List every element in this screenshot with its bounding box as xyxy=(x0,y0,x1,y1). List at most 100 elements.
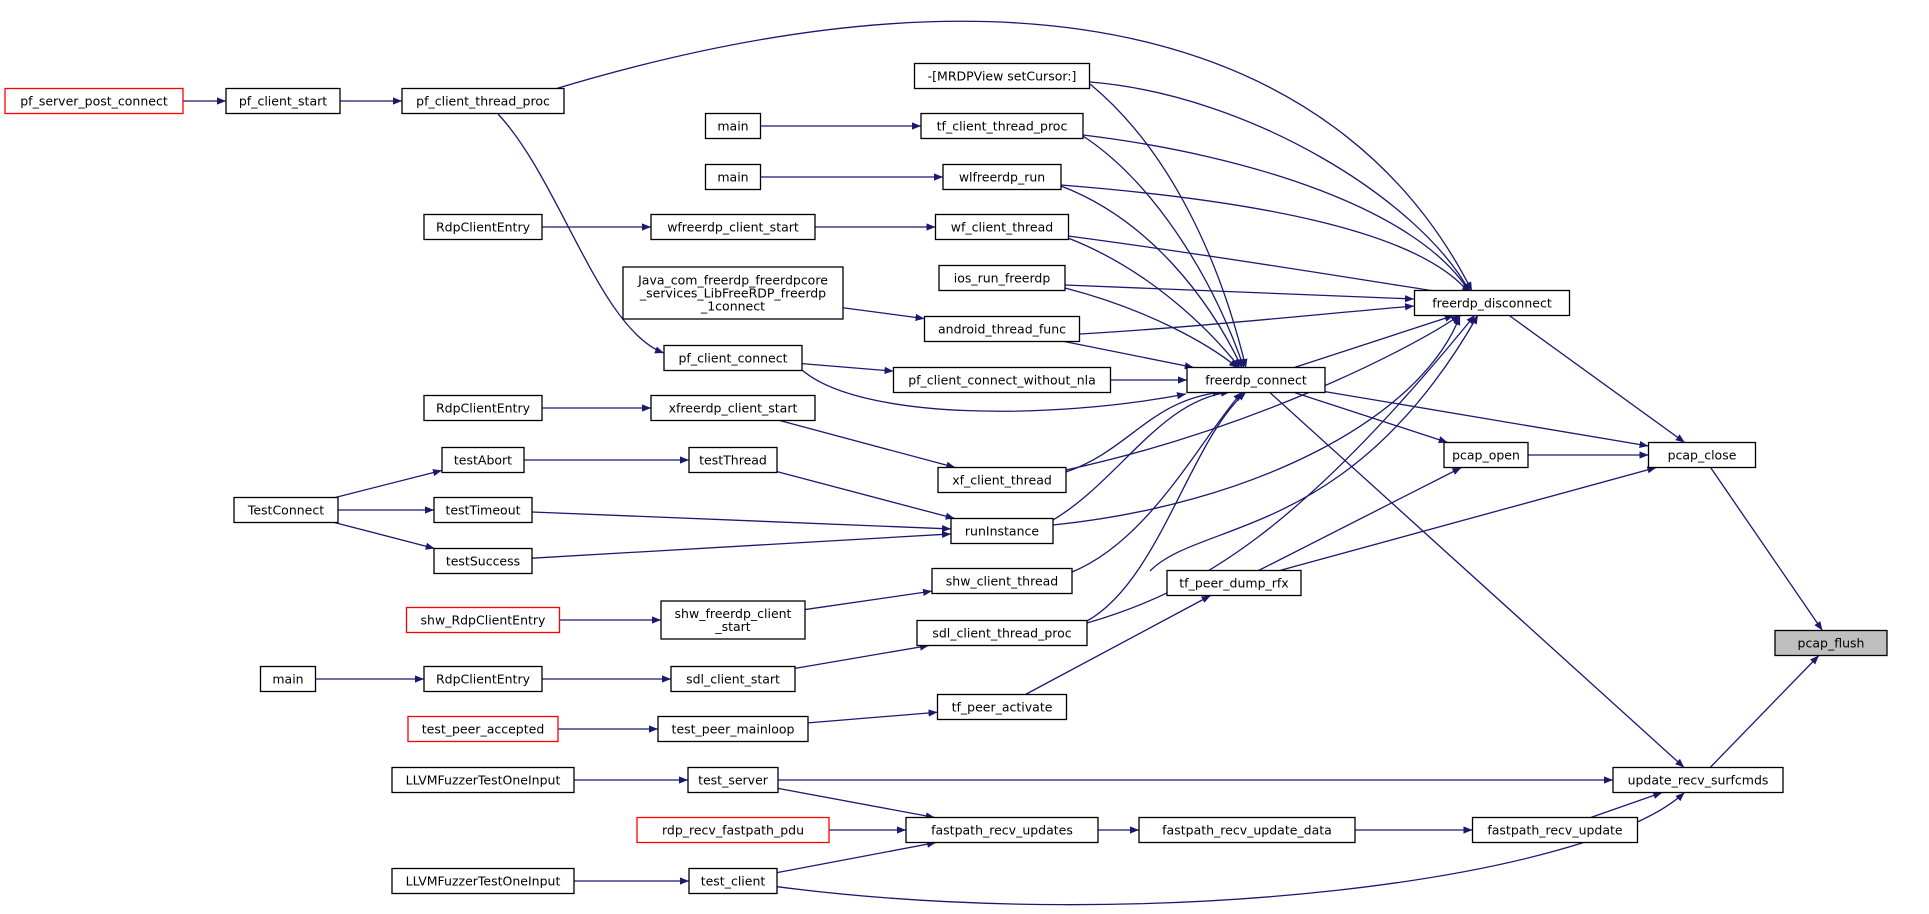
node-label: pf_client_thread_proc xyxy=(416,94,550,109)
node-tf-client-thread-proc[interactable]: tf_client_thread_proc xyxy=(920,112,1084,140)
node-label: test_server xyxy=(698,773,769,788)
node-wlfreerdp-run[interactable]: wlfreerdp_run xyxy=(942,163,1062,191)
node-label: android_thread_func xyxy=(938,322,1066,337)
node-main-3[interactable]: main xyxy=(259,665,317,693)
node-pf-client-connect-without-nla[interactable]: pf_client_connect_without_nla xyxy=(892,366,1112,394)
node-test-server[interactable]: test_server xyxy=(687,766,779,794)
node-tf-peer-activate[interactable]: tf_peer_activate xyxy=(936,693,1068,721)
node-box xyxy=(1774,629,1888,657)
node-label: pf_server_post_connect xyxy=(20,94,168,109)
node-test-peer-mainloop[interactable]: test_peer_mainloop xyxy=(657,715,809,743)
node-pf-server-post-connect[interactable]: pf_server_post_connect xyxy=(4,87,184,115)
node-pf-client-connect[interactable]: pf_client_connect xyxy=(663,344,803,372)
node-box xyxy=(391,766,575,794)
node-wfreerdp-client-start[interactable]: wfreerdp_client_start xyxy=(650,213,816,241)
node-wf-client-thread[interactable]: wf_client_thread xyxy=(934,213,1070,241)
node-test-peer-accepted[interactable]: test_peer_accepted xyxy=(407,715,559,743)
node-label: fastpath_recv_update_data xyxy=(1162,823,1332,838)
call-edge-pf_client_connect-to-freerdp_connect xyxy=(801,369,1187,412)
node-rdpcliententry-1[interactable]: RdpClientEntry xyxy=(423,213,543,241)
node-box xyxy=(650,213,816,241)
node-testtimeout[interactable]: testTimeout xyxy=(433,496,533,524)
node-sdl-client-thread-proc[interactable]: sdl_client_thread_proc xyxy=(916,619,1088,647)
call-edge-test_client-to-update_recv_surfcmds xyxy=(776,792,1685,906)
node-fastpath-recv-update-data[interactable]: fastpath_recv_update_data xyxy=(1138,816,1356,844)
node-runinstance[interactable]: runInstance xyxy=(950,517,1054,545)
node-java-connect[interactable]: Java_com_freerdp_freerdpcore_services_Li… xyxy=(622,266,844,320)
call-edge-mrdpview_setcursor-to-freerdp_disconnect xyxy=(1089,81,1471,293)
call-edge-wlfreerdp_run-to-freerdp_disconnect xyxy=(1060,184,1471,295)
call-edge-pf_client_thread_proc-to-freerdp_disconnect xyxy=(554,20,1473,292)
node-box xyxy=(704,112,762,140)
node-sdl-client-start[interactable]: sdl_client_start xyxy=(670,665,796,693)
node-shw-client-thread[interactable]: shw_client_thread xyxy=(931,567,1073,595)
node-label: RdpClientEntry xyxy=(436,672,531,687)
node-box xyxy=(423,394,543,422)
node-rdpcliententry-3[interactable]: RdpClientEntry xyxy=(423,665,543,693)
node-testconnect[interactable]: TestConnect xyxy=(233,496,339,524)
node-box xyxy=(660,600,806,640)
node-box xyxy=(391,867,575,895)
node-label: pf_client_start xyxy=(239,94,327,109)
call-edge-freerdp_connect-to-pcap_open xyxy=(1294,391,1448,444)
node-box xyxy=(942,163,1062,191)
node-pcap-open[interactable]: pcap_open xyxy=(1443,441,1529,469)
node-main-1[interactable]: main xyxy=(704,112,762,140)
node-box xyxy=(920,112,1084,140)
node-label: testAbort xyxy=(454,453,512,468)
node-android-thread-func[interactable]: android_thread_func xyxy=(923,315,1081,343)
node-rdpcliententry-2[interactable]: RdpClientEntry xyxy=(423,394,543,422)
node-freerdp-connect[interactable]: freerdp_connect xyxy=(1186,366,1326,394)
node-box xyxy=(233,496,339,524)
node-llvm-fuzzer-1[interactable]: LLVMFuzzerTestOneInput xyxy=(391,766,575,794)
node-box xyxy=(670,665,796,693)
node-box xyxy=(1443,441,1529,469)
node-shw-rdpcliententry[interactable]: shw_RdpClientEntry xyxy=(405,606,561,634)
call-edge-fastpath_recv_update-to-update_recv_surfcmds xyxy=(1590,791,1663,819)
node-main-2[interactable]: main xyxy=(704,163,762,191)
node-fastpath-recv-update[interactable]: fastpath_recv_update xyxy=(1471,816,1639,844)
node-llvm-fuzzer-2[interactable]: LLVMFuzzerTestOneInput xyxy=(391,867,575,895)
node-testsuccess[interactable]: testSuccess xyxy=(433,547,533,575)
node-label: RdpClientEntry xyxy=(436,401,531,416)
node-box xyxy=(1186,366,1326,394)
node-fastpath-recv-updates[interactable]: fastpath_recv_updates xyxy=(905,816,1099,844)
node-testthread[interactable]: testThread xyxy=(688,446,778,474)
node-pcap-flush[interactable]: pcap_flush xyxy=(1774,629,1888,657)
node-box xyxy=(407,715,559,743)
node-test-client[interactable]: test_client xyxy=(688,867,778,895)
call-edge-tf_peer_dump_rfx-to-pcap_close xyxy=(1279,466,1657,572)
node-label: xf_client_thread xyxy=(952,473,1052,488)
node-pf-client-start[interactable]: pf_client_start xyxy=(225,87,341,115)
node-box xyxy=(225,87,341,115)
node-rdp-recv-fastpath-pdu[interactable]: rdp_recv_fastpath_pdu xyxy=(636,816,830,844)
node-label: testTimeout xyxy=(445,503,520,518)
node-xf-client-thread[interactable]: xf_client_thread xyxy=(937,466,1067,494)
call-edge-test_client-to-fastpath_recv_updates xyxy=(776,840,937,874)
node-label: tf_client_thread_proc xyxy=(937,119,1068,134)
call-edge-tf_peer_dump_rfx-to-freerdp_disconnect xyxy=(1149,314,1479,572)
node-label: rdp_recv_fastpath_pdu xyxy=(662,823,804,838)
node-pf-client-thread-proc[interactable]: pf_client_thread_proc xyxy=(401,87,565,115)
call-edge-freerdp_connect-to-pcap_close xyxy=(1324,390,1649,449)
node-label: shw_freerdp_client xyxy=(675,606,792,621)
node-ios-run-freerdp[interactable]: ios_run_freerdp xyxy=(938,264,1066,292)
node-label: _1connect xyxy=(700,299,765,314)
node-tf-peer-dump-rfx[interactable]: tf_peer_dump_rfx xyxy=(1166,569,1302,597)
node-label: test_peer_mainloop xyxy=(672,722,795,737)
node-pcap-close[interactable]: pcap_close xyxy=(1647,441,1757,469)
node-xfreerdp-client-start[interactable]: xfreerdp_client_start xyxy=(650,394,816,422)
node-update-recv-surfcmds[interactable]: update_recv_surfcmds xyxy=(1612,766,1784,794)
node-freerdp-disconnect[interactable]: freerdp_disconnect xyxy=(1413,289,1571,317)
node-testabort[interactable]: testAbort xyxy=(441,446,525,474)
node-label: ios_run_freerdp xyxy=(954,271,1051,286)
call-edge-testconnect-to-testabort xyxy=(335,469,443,499)
call-edge-freerdp_connect-to-freerdp_disconnect xyxy=(1294,314,1454,369)
node-mrdpview-setcursor[interactable]: -[MRDPView setCursor:] xyxy=(913,62,1091,90)
node-box xyxy=(433,547,533,575)
node-label: _start xyxy=(714,619,750,634)
call-edge-testthread-to-runinstance xyxy=(776,470,955,520)
call-edge-ios_run_freerdp-to-freerdp_connect xyxy=(1064,287,1239,369)
node-shw-freerdp-client-start[interactable]: shw_freerdp_client_start xyxy=(660,600,806,640)
node-box xyxy=(688,867,778,895)
